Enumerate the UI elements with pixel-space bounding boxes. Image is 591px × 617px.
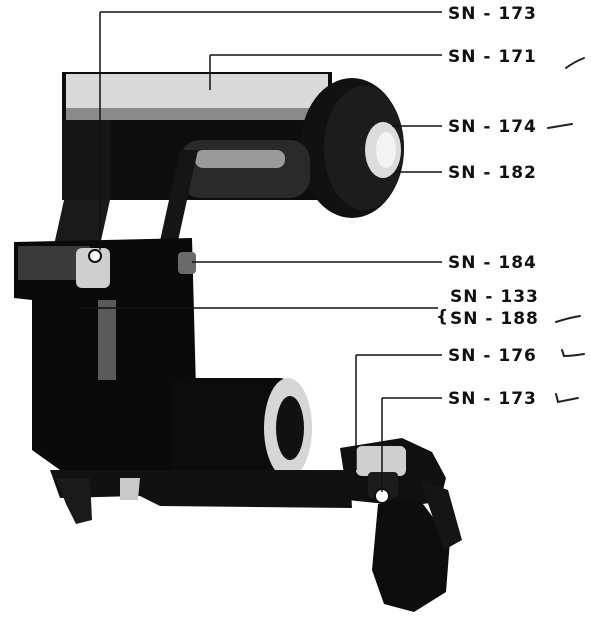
- label-sn-173-top: SN - 173: [448, 4, 537, 24]
- check-mark-176: [561, 349, 585, 358]
- label-sn-182: SN - 182: [448, 163, 537, 183]
- part-labels: SN - 173 SN - 171 SN - 174 SN - 182 SN -…: [448, 4, 539, 409]
- label-sn-174: SN - 174: [448, 117, 537, 137]
- check-mark-188: [555, 315, 581, 323]
- leader-sn-173-bottom: [381, 397, 442, 492]
- lower-cylinder: [172, 378, 290, 480]
- part-illustration: [14, 72, 462, 612]
- check-mark-174: [547, 123, 573, 129]
- label-sn-133: SN - 133: [450, 287, 539, 307]
- leader-sn-173-top: [99, 11, 442, 250]
- label-sn-188: SN - 188: [450, 309, 539, 329]
- brace: {: [436, 307, 449, 327]
- leader-sn-176: [355, 354, 442, 470]
- label-sn-171: SN - 171: [448, 47, 537, 67]
- handle-grip: [372, 500, 450, 612]
- leader-sn-171: [209, 54, 442, 90]
- top-screw: [88, 249, 102, 263]
- check-mark-173-bottom: [555, 393, 579, 404]
- label-sn-184: SN - 184: [448, 253, 537, 273]
- label-sn-173-bottom: SN - 173: [448, 389, 537, 409]
- label-sn-176: SN - 176: [448, 346, 537, 366]
- handwritten-marks: [547, 57, 585, 404]
- check-mark-171: [565, 57, 585, 69]
- leader-lines: [80, 11, 442, 492]
